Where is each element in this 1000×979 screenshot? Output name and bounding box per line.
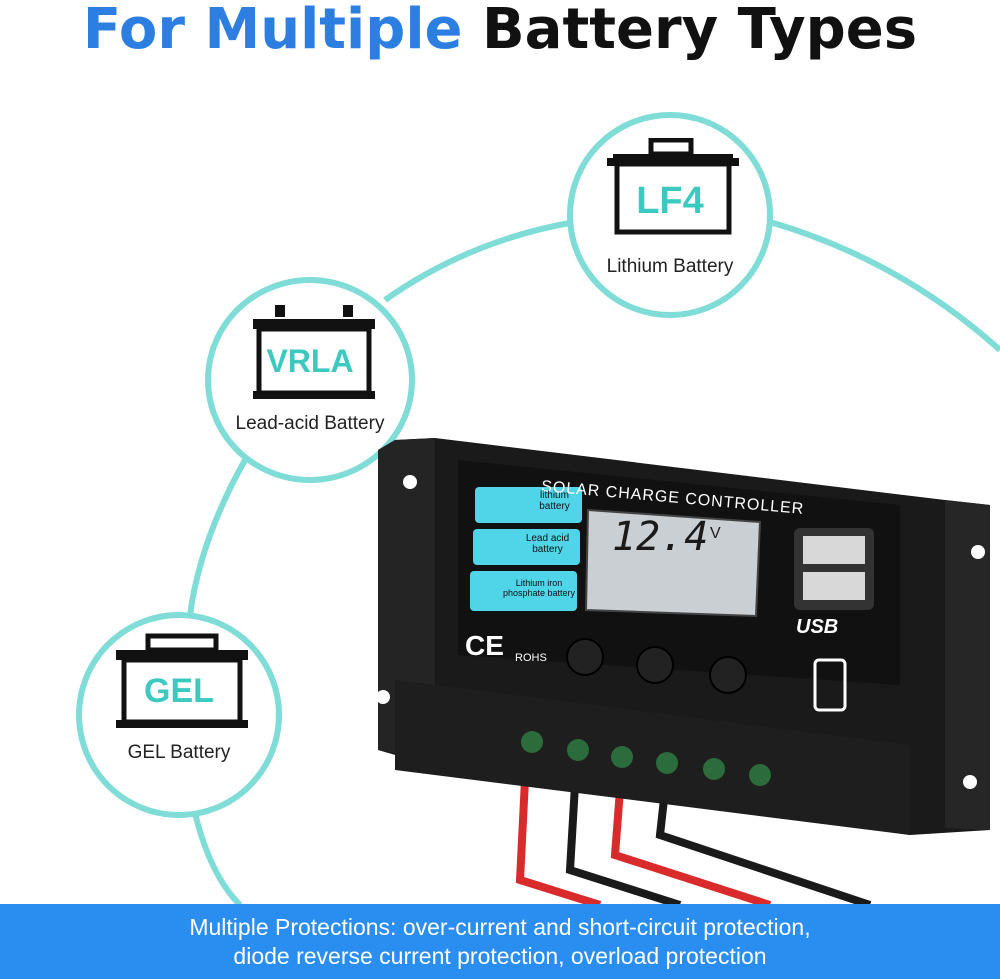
battery-label: GEL Battery xyxy=(127,742,231,763)
lcd-value: 12.4 xyxy=(612,514,709,560)
usb-port xyxy=(803,572,865,600)
mount-hole xyxy=(376,690,390,704)
usb-label: USB xyxy=(796,616,839,638)
battery-icon xyxy=(607,138,739,235)
mode-lifepo4 xyxy=(470,571,577,611)
battery-label: Lithium Battery xyxy=(606,256,734,277)
ce-mark: CE xyxy=(465,630,504,661)
down-button[interactable] xyxy=(709,656,747,694)
protection-line-2: diode reverse current protection, overlo… xyxy=(233,943,767,969)
title-highlight: For Multiple xyxy=(82,0,463,62)
mode-lithium xyxy=(475,487,582,523)
usb-port xyxy=(803,536,865,564)
mode-label-lithium: lithium battery xyxy=(539,490,570,512)
page-title: For Multiple Battery Types xyxy=(0,0,1000,60)
battery-code: LF4 xyxy=(636,180,704,222)
terminals xyxy=(521,731,771,786)
badge-gel: GEL GEL Battery xyxy=(76,612,282,818)
protection-banner: Multiple Protections: over-current and s… xyxy=(0,904,1000,979)
mount-hole xyxy=(403,475,417,489)
up-button[interactable] xyxy=(636,646,674,684)
phone-icon xyxy=(813,658,847,712)
battery-code: VRLA xyxy=(266,343,354,379)
battery-label: Lead-acid Battery xyxy=(235,413,385,434)
mount-hole xyxy=(963,775,977,789)
lcd-screen xyxy=(584,508,762,618)
protection-line-1: Multiple Protections: over-current and s… xyxy=(189,914,811,940)
mount-hole xyxy=(971,545,985,559)
title-rest: Battery Types xyxy=(482,0,918,62)
mode-lead-acid xyxy=(473,529,580,565)
badge-lead-acid: VRLA Lead-acid Battery xyxy=(205,277,415,483)
mode-label-lifepo4: Lithium iron phosphate battery xyxy=(502,578,576,598)
rohs-mark: ROHS xyxy=(515,652,547,664)
lcd-unit: V xyxy=(710,525,721,542)
mode-label-lead-acid: Lead acid battery xyxy=(525,533,570,555)
badge-lithium: LF4 Lithium Battery xyxy=(567,112,773,318)
menu-button[interactable] xyxy=(566,638,604,676)
battery-code: GEL xyxy=(144,672,214,710)
battery-icon xyxy=(253,305,375,399)
wires xyxy=(515,779,872,909)
battery-icon xyxy=(116,633,248,728)
